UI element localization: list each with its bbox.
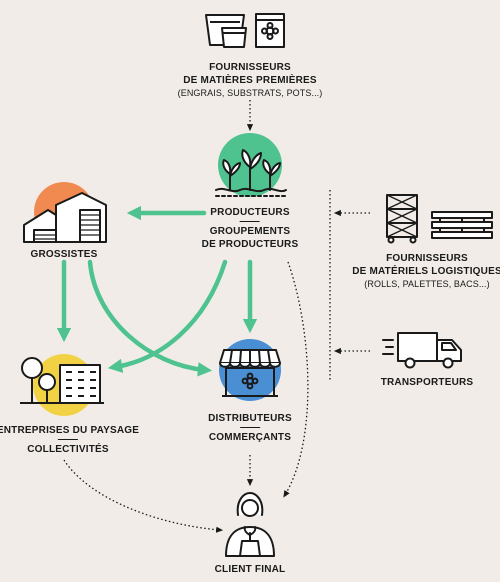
warehouse-icon — [23, 182, 107, 243]
entreprises-paysage-line1: ENTREPRISES DU PAYSAGE — [0, 425, 140, 436]
pots-and-seed-bag-icon — [205, 13, 285, 48]
transporteurs-label: TRANSPORTEURS — [380, 377, 474, 388]
fournisseurs-matieres-line2: DE MATIÈRES PREMIÈRES — [183, 75, 317, 86]
producteurs-line1: PRODUCTEURS — [210, 207, 290, 218]
distributeurs-line2: COMMERÇANTS — [208, 432, 292, 443]
label-client-final: CLIENT FINAL — [215, 563, 286, 576]
fournisseurs-matieres-sub: (ENGRAIS, SUBSTRATS, POTS...) — [177, 88, 323, 98]
arrow-producteurs-to-client — [283, 261, 309, 498]
producteurs-line3: DE PRODUCTEURS — [201, 239, 299, 250]
fournisseurs-matieres-line1: FOURNISSEURS — [209, 62, 291, 73]
seedlings-icon — [215, 133, 287, 197]
arrow-grossistes-to-distributeurs — [87, 259, 213, 377]
dotted-arrows — [63, 100, 370, 533]
green-flow-arrows — [56, 205, 258, 377]
label-producteurs: PRODUCTEURS GROUPEMENTS DE PRODUCTEURS — [202, 206, 299, 251]
fournisseurs-logistiques-sub: (ROLLS, PALETTES, BACS...) — [364, 279, 490, 289]
fournisseurs-logistiques-line2: DE MATÉRIELS LOGISTIQUES — [352, 266, 500, 277]
label-fournisseurs-logistiques: FOURNISSEURS DE MATÉRIELS LOGISTIQUES (R… — [352, 252, 500, 291]
arrow-producteurs-to-paysage — [107, 259, 228, 374]
producteurs-separator — [239, 221, 260, 222]
truck-icon — [382, 332, 462, 369]
label-fournisseurs-matieres: FOURNISSEURS DE MATIÈRES PREMIÈRES (ENGR… — [178, 61, 323, 100]
label-grossistes: GROSSISTES — [30, 248, 97, 261]
label-entreprises-paysage: ENTREPRISES DU PAYSAGE COLLECTIVITÉS — [0, 424, 139, 456]
customer-with-plant-icon — [225, 492, 275, 557]
distributeurs-line1: DISTRIBUTEURS — [208, 413, 292, 424]
label-distributeurs: DISTRIBUTEURS COMMERÇANTS — [208, 412, 292, 444]
rolls-and-pallets-icon — [386, 194, 493, 244]
grossistes-label: GROSSISTES — [30, 249, 98, 260]
shop-icon — [219, 339, 281, 401]
arrow-paysage-to-client — [63, 459, 224, 533]
distributeurs-separator — [240, 427, 260, 428]
fournisseurs-logistiques-line1: FOURNISSEURS — [386, 253, 468, 264]
client-final-label: CLIENT FINAL — [214, 564, 286, 575]
trees-and-building-icon — [20, 354, 104, 416]
entreprises-paysage-line2: COLLECTIVITÉS — [27, 444, 109, 455]
entreprises-paysage-separator — [58, 439, 78, 440]
label-transporteurs: TRANSPORTEURS — [381, 376, 474, 389]
producteurs-line2: GROUPEMENTS — [209, 226, 291, 237]
